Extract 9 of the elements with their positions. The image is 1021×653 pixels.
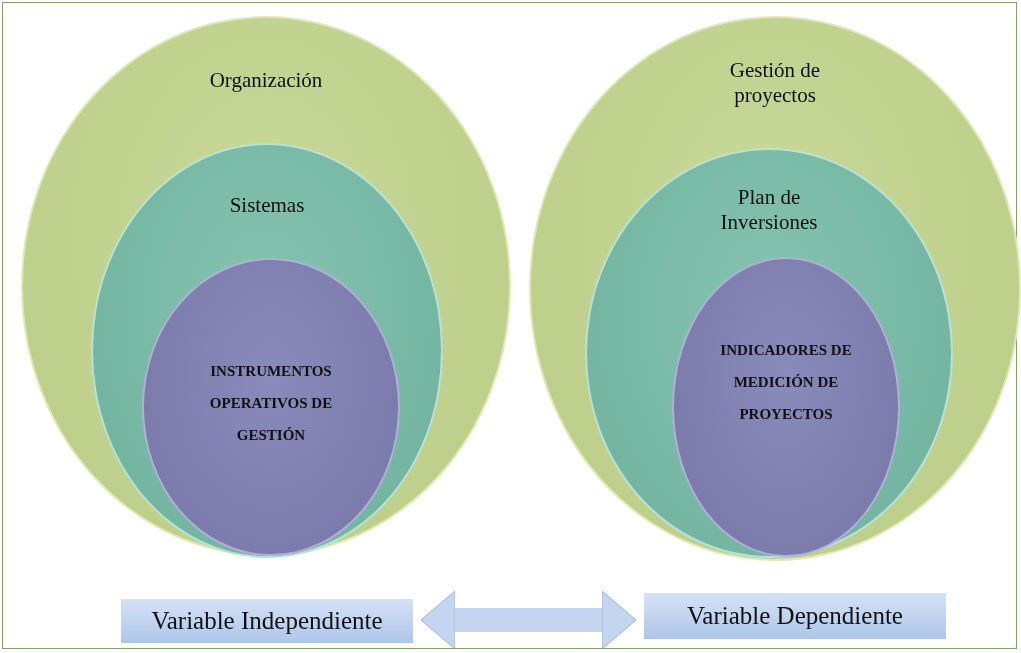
double-arrow [420,590,637,650]
ellipse-title: Plan de Inversiones [719,185,819,235]
label-box: Variable Independiente [121,599,413,643]
ellipse-text: INDICADORES DE MEDICIÓN DE PROYECTOS [719,341,853,424]
ellipse-text: INSTRUMENTOS OPERATIVOS DE GESTIÓN [208,362,334,445]
ellipse-title: Gestión de proyectos [728,58,822,108]
ellipse-title: Organización [208,68,324,93]
label-box: Variable Dependiente [644,593,946,639]
ellipse-title: Sistemas [228,193,306,218]
